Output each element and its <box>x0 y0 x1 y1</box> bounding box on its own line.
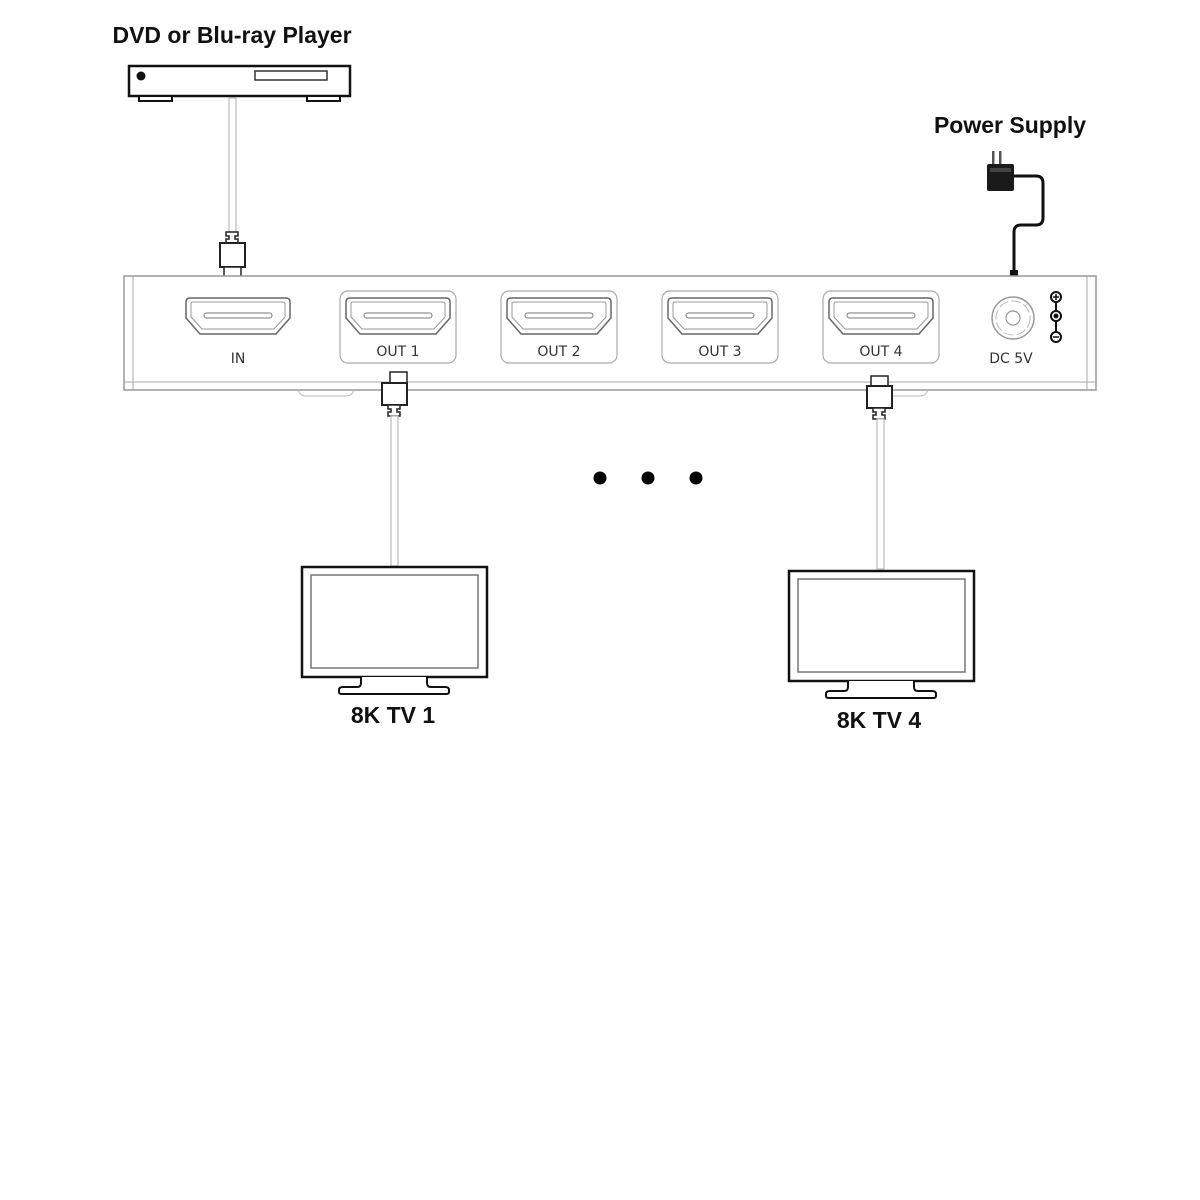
dot <box>689 471 703 485</box>
dvd-player-icon <box>127 64 352 102</box>
output-hdmi-cable-1 <box>381 371 408 567</box>
polarity-icon <box>1050 291 1063 343</box>
port-label-in: IN <box>231 351 246 367</box>
port-label-out4: OUT 4 <box>859 344 902 360</box>
hdmi-port-out2: OUT 2 <box>500 290 618 364</box>
port-label-out3: OUT 3 <box>698 344 741 360</box>
port-label-out1: OUT 1 <box>376 344 419 360</box>
hdmi-port-out1: OUT 1 <box>339 290 457 364</box>
dc-power-jack <box>991 296 1035 340</box>
power-adapter-icon <box>987 151 1045 282</box>
dot <box>641 471 655 485</box>
tv-4-label: 8K TV 4 <box>837 707 922 733</box>
dvd-player-label: DVD or Blu-ray Player <box>112 22 351 48</box>
dc-5v-label: DC 5V <box>989 351 1033 367</box>
tv-4-icon <box>787 569 976 699</box>
tv-1-label: 8K TV 1 <box>351 702 436 728</box>
dot <box>593 471 607 485</box>
output-hdmi-cable-4 <box>866 375 893 570</box>
port-label-out2: OUT 2 <box>537 344 580 360</box>
input-hdmi-cable <box>219 97 246 278</box>
power-supply-label: Power Supply <box>934 112 1086 138</box>
ellipsis-dots <box>593 471 703 485</box>
hdmi-port-out4: OUT 4 <box>822 290 940 364</box>
tv-1-icon <box>300 565 489 695</box>
hdmi-port-out3: OUT 3 <box>661 290 779 364</box>
hdmi-port-in: IN <box>185 297 291 367</box>
